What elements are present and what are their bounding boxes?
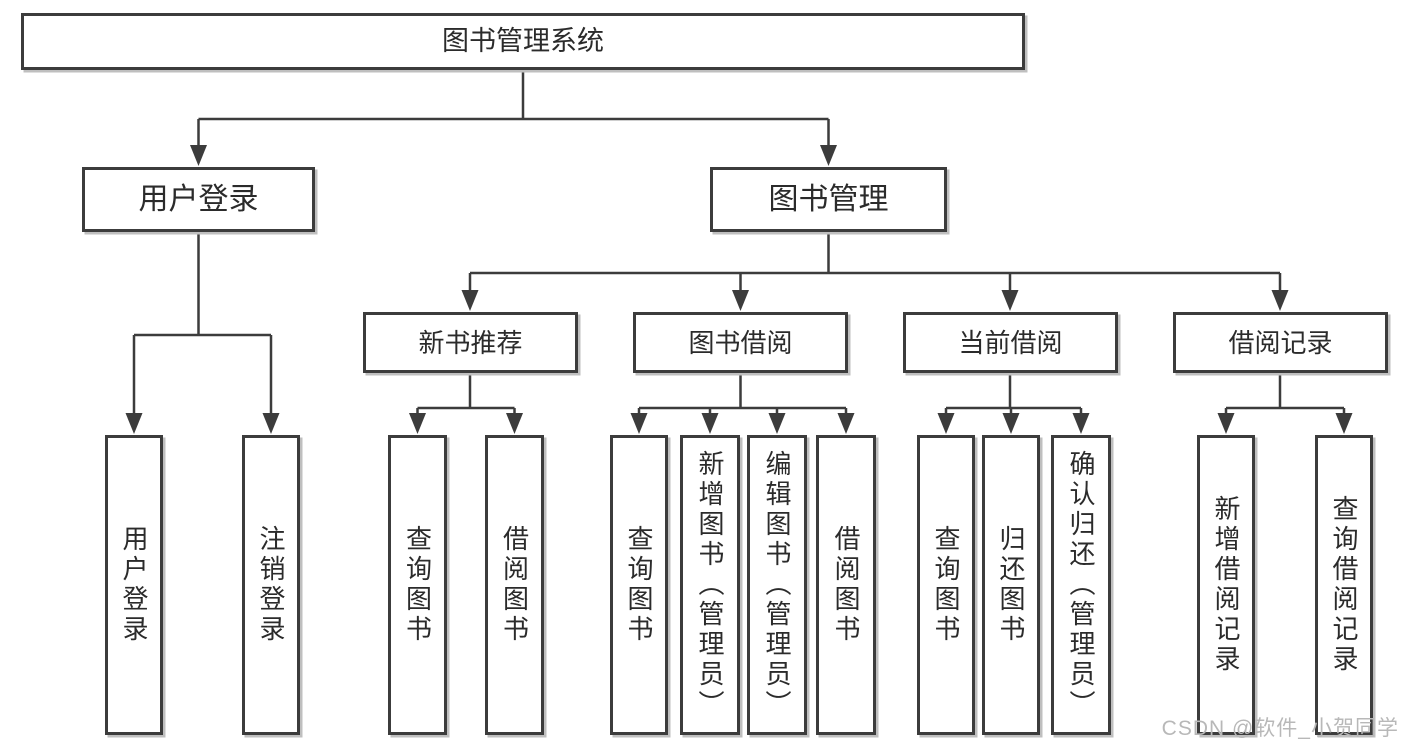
node-label: 用户登录 bbox=[119, 525, 149, 645]
node-current-borrowing: 当前借阅 bbox=[903, 312, 1118, 373]
node-book-management: 图书管理 bbox=[710, 167, 947, 232]
node-label: 查询图书 bbox=[624, 525, 654, 645]
node-label: 借阅记录 bbox=[1228, 327, 1333, 358]
node-label: 新书推荐 bbox=[418, 327, 523, 358]
leaf-user-login: 用户登录 bbox=[105, 435, 163, 735]
csdn-watermark: CSDN @软件_小贺同学 bbox=[1161, 717, 1399, 740]
leaf-query-books-borrow: 查询图书 bbox=[610, 435, 668, 735]
node-label: 新增借阅记录 bbox=[1211, 495, 1241, 675]
leaf-logout: 注销登录 bbox=[242, 435, 300, 735]
node-label: 新增图书（管理员） bbox=[695, 450, 725, 720]
leaf-borrow-books-recommend: 借阅图书 bbox=[485, 435, 544, 735]
leaf-confirm-return-admin: 确认归还（管理员） bbox=[1051, 435, 1111, 735]
node-label: 当前借阅 bbox=[958, 327, 1063, 358]
node-label: 查询图书 bbox=[931, 525, 961, 645]
node-label: 归还图书 bbox=[996, 525, 1026, 645]
leaf-add-book-admin: 新增图书（管理员） bbox=[680, 435, 740, 735]
node-label: 编辑图书（管理员） bbox=[762, 450, 792, 720]
node-root-system: 图书管理系统 bbox=[21, 13, 1025, 70]
node-borrow-records: 借阅记录 bbox=[1173, 312, 1388, 373]
node-new-book-recommend: 新书推荐 bbox=[363, 312, 578, 373]
node-label: 确认归还（管理员） bbox=[1066, 450, 1096, 720]
node-label: 图书管理 bbox=[768, 182, 889, 216]
node-book-borrowing: 图书借阅 bbox=[633, 312, 848, 373]
node-label: 查询图书 bbox=[402, 525, 433, 645]
node-label: 图书管理系统 bbox=[442, 26, 604, 56]
node-label: 注销登录 bbox=[256, 525, 286, 645]
leaf-query-books-current: 查询图书 bbox=[917, 435, 975, 735]
leaf-borrow-books: 借阅图书 bbox=[816, 435, 876, 735]
leaf-query-borrow-record: 查询借阅记录 bbox=[1315, 435, 1373, 735]
arrowheads bbox=[125, 145, 1353, 434]
leaf-query-books-recommend: 查询图书 bbox=[388, 435, 447, 735]
node-user-login: 用户登录 bbox=[82, 167, 315, 232]
node-label: 图书借阅 bbox=[688, 327, 793, 358]
node-label: 查询借阅记录 bbox=[1329, 495, 1359, 675]
node-label: 用户登录 bbox=[138, 182, 259, 216]
node-label: 借阅图书 bbox=[831, 525, 861, 645]
leaf-edit-book-admin: 编辑图书（管理员） bbox=[747, 435, 807, 735]
node-label: 借阅图书 bbox=[499, 525, 530, 645]
leaf-add-borrow-record: 新增借阅记录 bbox=[1197, 435, 1255, 735]
leaf-return-book: 归还图书 bbox=[982, 435, 1040, 735]
